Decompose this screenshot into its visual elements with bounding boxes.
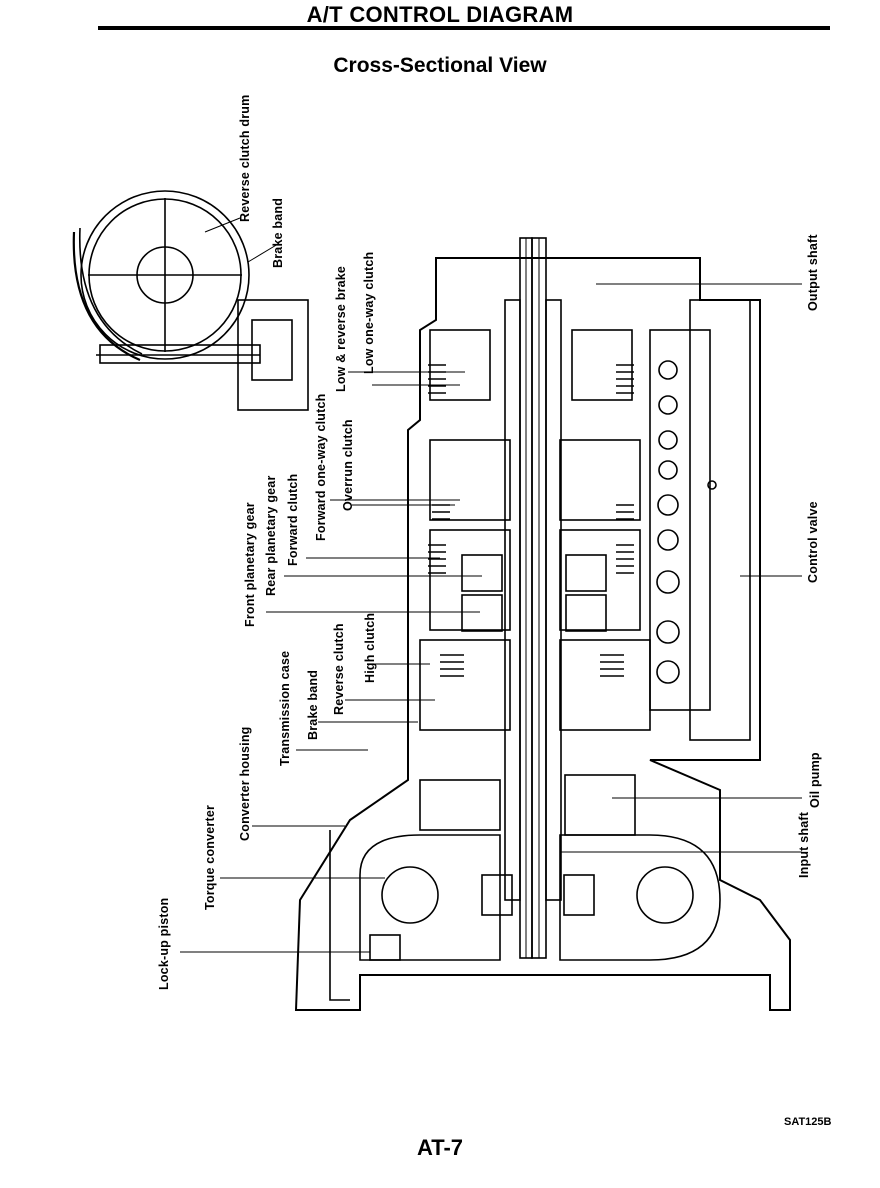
clutch-packs-right [559, 329, 651, 731]
planetary-gear-sets [461, 554, 607, 632]
section-title: Cross-Sectional View [333, 54, 547, 77]
label-output-shaft: Output shaft [806, 234, 820, 311]
clutch-packs-left [419, 329, 511, 731]
label-input-shaft: Input shaft [797, 811, 811, 878]
label-low-reverse-brake: Low & reverse brake [334, 266, 348, 392]
transmission-outline [294, 257, 791, 1011]
label-transmission-case: Transmission case [278, 651, 292, 766]
label-oil-pump: Oil pump [808, 752, 822, 808]
label-lock-up-piston: Lock-up piston [157, 898, 171, 990]
brake-band-inset-drawing [72, 190, 309, 411]
label-forward-one-way-clutch: Forward one-way clutch [314, 394, 328, 541]
label-torque-converter: Torque converter [203, 805, 217, 910]
label-control-valve: Control valve [806, 501, 820, 583]
torque-converter-drawing [359, 834, 721, 961]
label-converter-housing: Converter housing [238, 726, 252, 841]
page-header-title: A/T CONTROL DIAGRAM [306, 2, 574, 27]
label-brake-band-top: Brake band [271, 198, 285, 268]
label-low-one-way-clutch: Low one-way clutch [362, 252, 376, 374]
label-rear-planetary-gear: Rear planetary gear [264, 475, 278, 596]
header-rule [98, 26, 830, 30]
label-forward-clutch: Forward clutch [286, 474, 300, 566]
figure-code: SAT125B [784, 1116, 832, 1128]
leader-lines [180, 217, 802, 953]
label-brake-band: Brake band [306, 670, 320, 740]
label-overrun-clutch: Overrun clutch [341, 419, 355, 511]
oil-pump-drawing [419, 774, 636, 836]
label-high-clutch: High clutch [363, 613, 377, 683]
page-number: AT-7 [416, 1135, 464, 1160]
label-reverse-clutch: Reverse clutch [332, 623, 346, 715]
label-reverse-clutch-drum: Reverse clutch drum [238, 95, 252, 222]
control-valve-body [649, 299, 751, 741]
label-front-planetary-gear: Front planetary gear [243, 502, 257, 627]
main-shafts [504, 237, 562, 959]
